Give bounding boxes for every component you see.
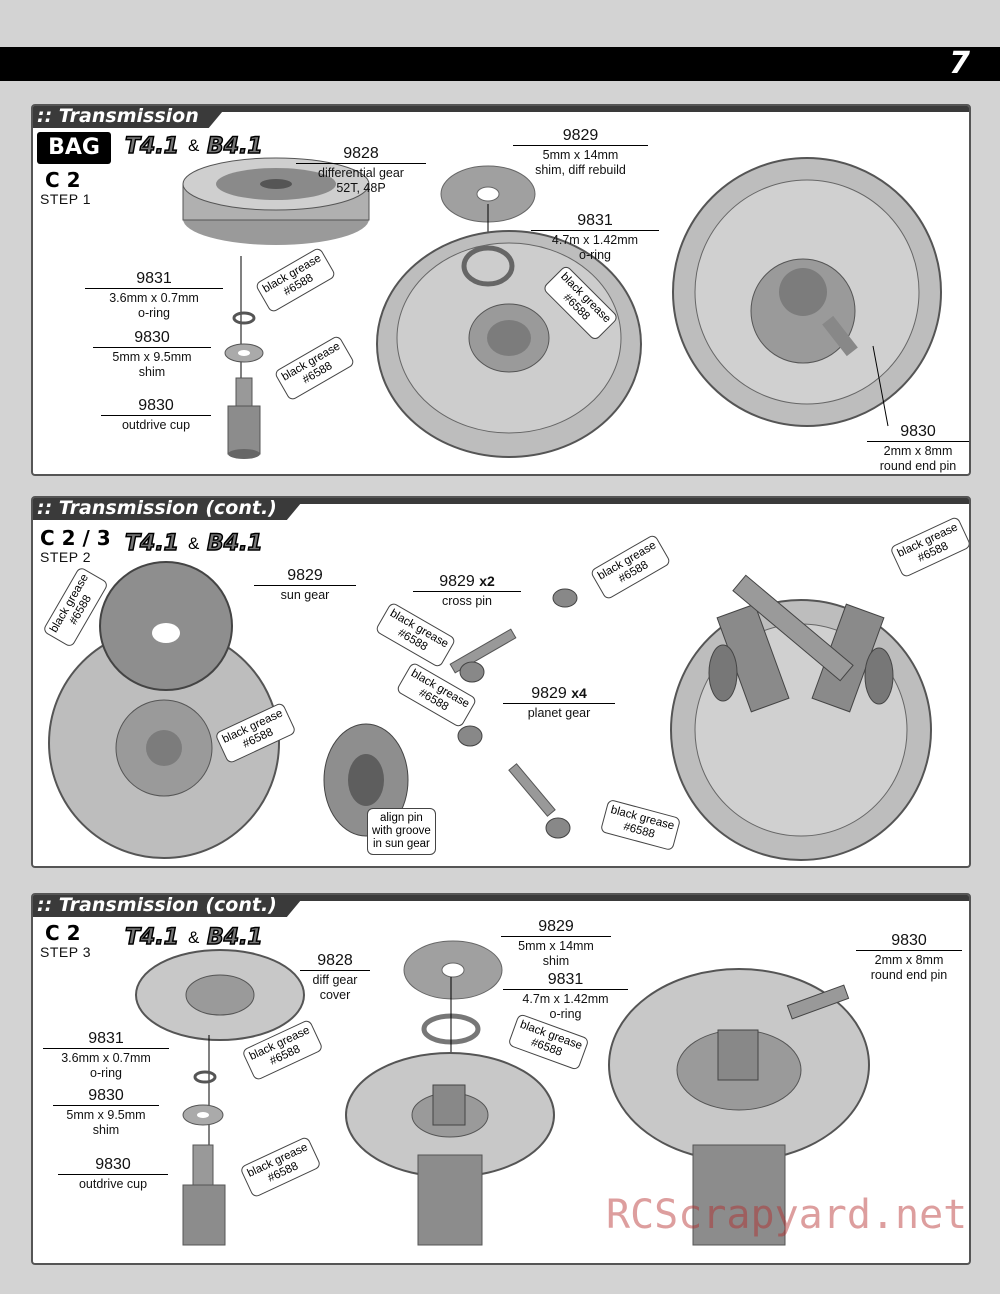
step-2-illustration	[48, 561, 932, 861]
cross-pin-art	[508, 763, 556, 817]
step-label: STEP 3	[40, 944, 91, 960]
diff-gear-cover-art	[135, 949, 305, 1041]
part-label: 9829 x4 planet gear	[503, 686, 615, 721]
part-label: 9829 5mm x 14mm shim, diff rebuild	[513, 128, 648, 178]
ampersand: &	[188, 928, 200, 947]
part-label: 9831 4.7m x 1.42mm o-ring	[503, 972, 628, 1022]
gear-assembled-art	[670, 574, 932, 861]
part-label: 9831 3.6mm x 0.7mm o-ring	[85, 271, 223, 321]
header-bar: 7	[0, 47, 1000, 81]
model-t41: T4.1	[124, 530, 179, 557]
model-b41: B4.1	[206, 530, 263, 557]
model-b41: B4.1	[206, 133, 263, 160]
bag-label: BAG C	[37, 132, 111, 192]
part-label: 9829 5mm x 14mm shim	[501, 919, 611, 969]
gear-center-art	[376, 230, 642, 458]
ampersand: &	[188, 534, 200, 553]
part-label: 9830 5mm x 9.5mm shim	[53, 1088, 159, 1138]
step-code: C 2 / 3	[40, 526, 111, 550]
part-label: 9830 2mm x 8mm round end pin	[867, 424, 969, 474]
part-label: 9829 x2 cross pin	[413, 574, 521, 609]
panel-step-3: :: Transmission (cont.) C 2 STEP 3 T4.1 …	[31, 893, 971, 1265]
panel-title: :: Transmission (cont.)	[31, 496, 307, 520]
part-label: 9831 4.7m x 1.42mm o-ring	[531, 213, 659, 263]
cover-assembly-center-art	[345, 1052, 555, 1246]
panel-step-2: :: Transmission (cont.) C 2 / 3 STEP 2 T…	[31, 496, 971, 868]
step-1-illustration	[182, 157, 942, 459]
sun-gear-art	[99, 561, 233, 691]
panel-title: :: Transmission	[31, 104, 229, 128]
step-code: C 2	[45, 921, 81, 945]
ampersand: &	[188, 136, 200, 155]
planet-gear-art	[457, 588, 578, 839]
outdrive-cup-art	[227, 377, 261, 459]
part-label: 9829 sun gear	[254, 568, 356, 603]
panel-step-1: :: Transmission BAG C C 2 STEP 1 T4.1 & …	[31, 104, 971, 476]
page-number: 7	[949, 46, 970, 81]
outdrive-cup-art	[182, 1144, 226, 1246]
part-label: 9830 outdrive cup	[101, 398, 211, 433]
model-t41: T4.1	[124, 133, 179, 160]
gear-right-art	[672, 157, 942, 427]
step-3-illustration	[135, 940, 870, 1246]
part-label: 9830 2mm x 8mm round end pin	[856, 933, 962, 983]
part-label: 9831 3.6mm x 0.7mm o-ring	[43, 1031, 169, 1081]
differential-gear-art	[182, 157, 370, 245]
part-label: 9830 5mm x 9.5mm shim	[93, 330, 211, 380]
model-b41: B4.1	[206, 924, 263, 951]
model-t41: T4.1	[124, 924, 179, 951]
part-label: 9828 differential gear 52T, 48P	[296, 146, 426, 196]
step-label: STEP 2	[40, 549, 91, 565]
step-label: STEP 1	[40, 191, 91, 207]
gear-left-art	[48, 627, 280, 859]
o-ring-art	[193, 1070, 217, 1084]
part-label: 9830 outdrive cup	[58, 1157, 168, 1192]
panel-title: :: Transmission (cont.)	[31, 893, 307, 917]
cross-pin-art	[449, 628, 517, 674]
cover-assembly-right-art	[608, 968, 870, 1246]
o-ring-art	[232, 311, 256, 325]
part-label: 9828 diff gear cover	[300, 953, 370, 1003]
step-code: C 2	[45, 168, 81, 192]
watermark: RCScrapyard.net	[606, 1192, 968, 1238]
